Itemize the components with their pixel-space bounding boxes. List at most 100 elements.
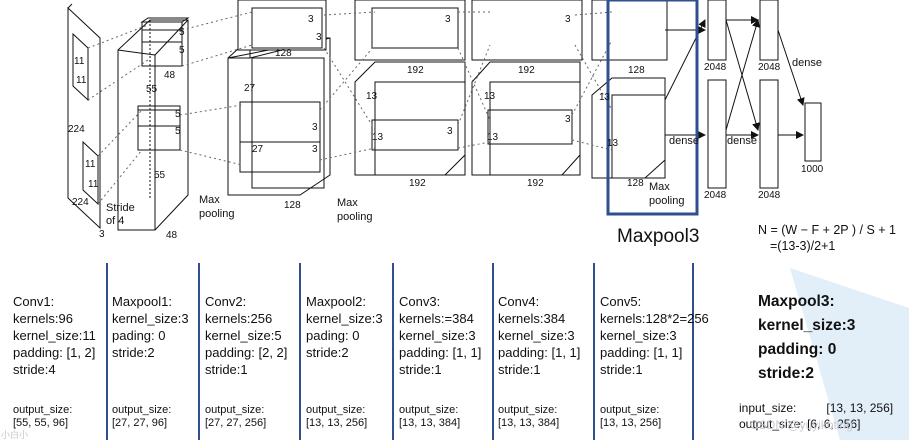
input-slab [67, 6, 101, 230]
label-c4-3b: 3 [565, 114, 571, 125]
layer-param: stride:2 [758, 365, 814, 382]
layer-column-conv1: Conv1: kernels:96 kernel_size:11 padding… [13, 293, 96, 429]
layer-param: kernels:384 [498, 311, 566, 326]
label-mp3-2: pooling [649, 195, 684, 207]
layer-title: Conv4: [498, 294, 540, 309]
label-input-depth: 3 [99, 229, 105, 240]
layer-param: kernels:=384 [399, 311, 474, 326]
layer-param: kernels:128*2=256 [600, 311, 709, 326]
output-label: output_size: [498, 404, 558, 416]
label-mp3-1: Max [649, 181, 670, 193]
label-c5-128a: 128 [628, 65, 645, 76]
output-value: [27, 27, 96] [112, 417, 168, 429]
label-c4-13a: 13 [484, 91, 496, 102]
label-c2-3c: 3 [312, 122, 318, 133]
column-separator [392, 263, 394, 440]
label-fc-2048c: 2048 [704, 190, 727, 201]
layer-title: Conv5: [600, 294, 642, 309]
layer-param: padding: [1, 2] [13, 345, 96, 360]
layer-param: padding: [1, 1] [399, 345, 482, 360]
layer-title: Conv2: [205, 294, 247, 309]
label-fc-1000: 1000 [801, 164, 824, 175]
layer-param: kernel_size:3 [498, 328, 575, 343]
label-c2-3d: 3 [312, 144, 318, 155]
layer-param: padding: [2, 2] [205, 345, 288, 360]
output-label: output_size: [399, 404, 459, 416]
output-value: [13, 13, 256] [600, 417, 662, 429]
label-fc-2048a: 2048 [704, 62, 727, 73]
output-label: output_size: [205, 404, 265, 416]
label-fc-2048d: 2048 [758, 190, 781, 201]
layer-title: Maxpool1: [112, 294, 172, 309]
label-c1-48b: 48 [166, 230, 178, 241]
label-c1-55: 55 [146, 84, 158, 95]
layer-param: kernel_size:5 [205, 328, 282, 343]
label-c2-27a: 27 [244, 83, 256, 94]
layer-param: stride:1 [600, 362, 643, 377]
layer-param: kernel_size:3 [758, 317, 856, 334]
maxpool3-io: input_size:[13, 13, 256] output_size: [6… [739, 400, 893, 432]
conv3-block [354, 61, 466, 176]
output-label: output_size: [306, 404, 366, 416]
label-c3-3a: 3 [445, 14, 451, 25]
label-c3-13b: 13 [372, 132, 384, 143]
layer-title: Conv3: [399, 294, 441, 309]
watermark-left: 小白小 [1, 430, 29, 440]
output-size-value: [6, 6, 256] [807, 417, 861, 431]
fc3 [804, 102, 822, 162]
label-c4-192b: 192 [527, 178, 544, 189]
label-k11a: 11 [74, 56, 85, 67]
label-c1-55b: 55 [154, 170, 166, 181]
label-mp2-2: pooling [337, 211, 372, 223]
output-value: [55, 55, 96] [13, 417, 69, 429]
layer-param: pading: 0 [112, 328, 166, 343]
column-separator [106, 263, 108, 440]
column-separator [692, 263, 694, 440]
layer-param: padding: [1, 1] [600, 345, 683, 360]
fc2-top [759, 0, 779, 61]
label-c3-192a: 192 [407, 65, 424, 76]
layer-param: kernels:256 [205, 311, 273, 326]
conv2-block [227, 37, 331, 196]
label-c1-48a: 48 [164, 70, 176, 81]
layer-column-maxpool1: Maxpool1: kernel_size:3 pading: 0 stride… [112, 293, 189, 429]
label-c1-5b: 5 [179, 45, 185, 56]
label-c4-192a: 192 [518, 65, 535, 76]
label-c3-3b: 3 [447, 126, 453, 137]
label-c2-3b: 3 [316, 32, 322, 43]
layer-param: kernel_size:3 [112, 311, 189, 326]
column-separator [198, 263, 200, 440]
watermark: CSDN @yuyikoting [750, 418, 853, 432]
fc2-bottom [759, 79, 779, 189]
layer-param: stride:2 [306, 345, 349, 360]
label-c5-128b: 128 [627, 178, 644, 189]
layer-column-conv2: Conv2: kernels:256 kernel_size:5 padding… [205, 293, 288, 429]
layer-param: stride:1 [205, 362, 248, 377]
column-separator [492, 263, 494, 440]
output-value: [13, 13, 384] [399, 417, 461, 429]
label-c1-5d: 5 [175, 126, 181, 137]
output-label: output_size: [112, 404, 172, 416]
label-mp2-1: Max [337, 197, 358, 209]
layer-column-conv5: Conv5: kernels:128*2=256 kernel_size:3 p… [600, 293, 709, 429]
layer-column-conv3: Conv3: kernels:=384 kernel_size:3 paddin… [399, 293, 482, 429]
label-c4-13b: 13 [487, 132, 499, 143]
layer-param: stride:2 [112, 345, 155, 360]
output-value: [13, 13, 256] [306, 417, 368, 429]
layer-param: kernels:96 [13, 311, 73, 326]
layer-param: stride:4 [13, 362, 56, 377]
layer-param: pading: 0 [306, 328, 360, 343]
column-separator [299, 263, 301, 440]
fc1-bottom [707, 79, 727, 189]
layer-column-maxpool3: Maxpool3: kernel_size:3 padding: 0 strid… [758, 290, 855, 386]
label-stride-1: Stride [106, 202, 135, 214]
triangle-decoration [790, 268, 909, 440]
output-size-label: output_size: [739, 417, 804, 431]
layer-param: padding: 0 [758, 341, 837, 358]
label-c2-128b: 128 [284, 200, 301, 211]
label-c5-13b: 13 [607, 138, 619, 149]
label-dense-c: dense [792, 57, 822, 69]
layer-column-maxpool2: Maxpool2: kernel_size:3 pading: 0 stride… [306, 293, 383, 429]
maxpool3-label: Maxpool3 [617, 226, 700, 247]
